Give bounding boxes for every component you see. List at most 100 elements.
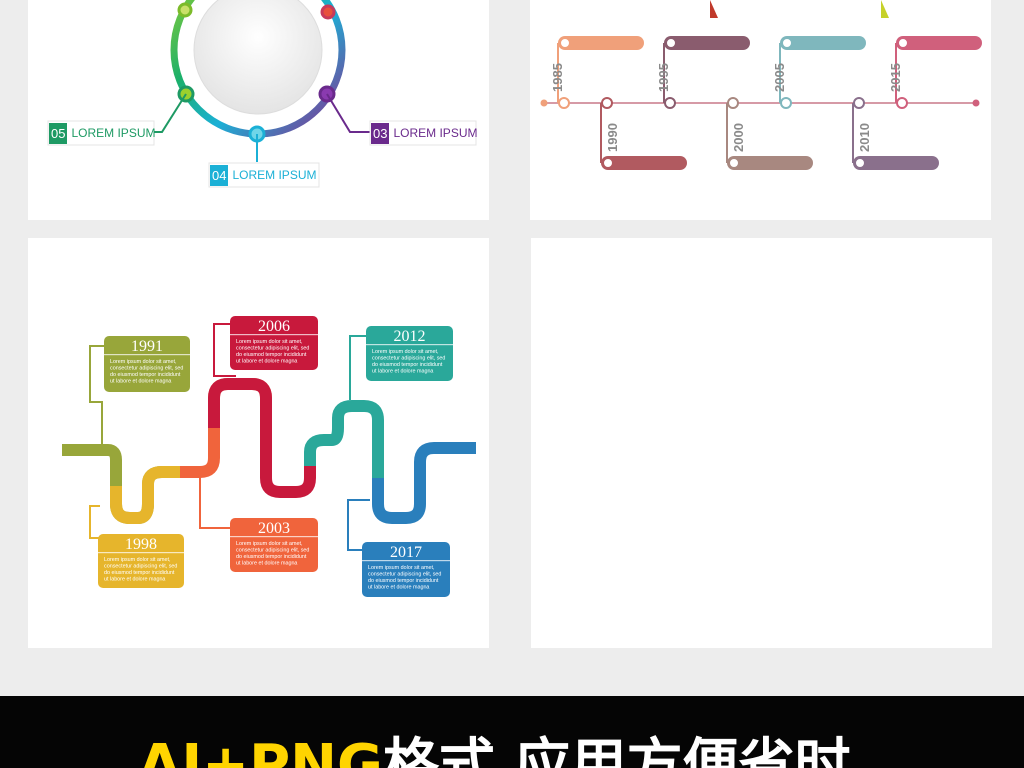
card-body-line: ut labore et dolore magna <box>104 577 165 583</box>
year-bar <box>853 156 939 170</box>
bar-node <box>854 157 866 169</box>
card-body-line: consectetur adipiscing elit, sed <box>110 366 183 372</box>
card-body-line: Lorem ipsum dolor sit amet, <box>104 557 171 563</box>
card-background <box>104 336 190 392</box>
node-dot <box>177 2 193 18</box>
bar-node <box>602 157 614 169</box>
card-body-line: consectetur adipiscing elit, sed <box>372 356 445 362</box>
item-number: 04 <box>210 164 229 186</box>
bar-node <box>728 157 740 169</box>
card-divider <box>362 560 450 562</box>
axis-node <box>853 97 865 109</box>
card-divider <box>366 344 453 346</box>
card-background <box>98 534 184 588</box>
card-body-line: consectetur adipiscing elit, sed <box>104 564 177 570</box>
promo-banner: AI+PNG格式 应用方便省时 <box>0 696 1024 768</box>
year-label: 2005 <box>772 63 787 92</box>
card-body-line: ut labore et dolore magna <box>368 585 429 591</box>
year-label: 2010 <box>857 123 872 152</box>
card-background <box>230 316 318 370</box>
card-body-line: Lorem ipsum dolor sit amet, <box>236 541 303 547</box>
card-body-line: do eiusmod tempor incididunt <box>110 372 181 378</box>
card-body-line: Lorem ipsum dolor sit amet, <box>110 359 177 365</box>
year-bar <box>896 36 982 50</box>
item-number: 03 <box>371 122 390 144</box>
card-body-line: consectetur adipiscing elit, sed <box>236 548 309 554</box>
card-body-line: ut labore et dolore magna <box>236 359 297 365</box>
banner-slogan-text: 格式 应用方便省时 <box>382 733 851 768</box>
blank-panel <box>531 238 992 648</box>
year-label: 1995 <box>656 63 671 92</box>
card-body-line: Lorem ipsum dolor sit amet, <box>368 565 435 571</box>
card-body-line: ut labore et dolore magna <box>110 379 171 385</box>
card-year: 2006 <box>258 318 290 335</box>
stepped-timeline-graphic: 1985 1995 2005 2015 1990 2000 2010 <box>540 0 982 170</box>
bar-node <box>559 37 571 49</box>
axis-end-dot <box>972 99 980 107</box>
year-bar <box>664 36 750 50</box>
card-body-line: Lorem ipsum dolor sit amet, <box>236 339 303 345</box>
card-body-line: consectetur adipiscing elit, sed <box>368 572 441 578</box>
stepped-timeline-panel: 1985 1995 2005 2015 1990 2000 2010 <box>530 0 991 220</box>
flag-icon <box>710 0 718 18</box>
year-bar <box>558 36 644 50</box>
wave-segment <box>208 378 316 498</box>
center-disc <box>193 0 323 115</box>
circle-diagram-panel: 05 LOREM IPSUM 04 LOREM IPSUM 03 LOREM I… <box>28 0 489 220</box>
card-body-line: ut labore et dolore magna <box>236 561 297 567</box>
card-year: 1998 <box>125 536 157 553</box>
axis-node <box>727 97 739 109</box>
item-label: LOREM IPSUM <box>393 126 478 140</box>
card-body-line: do eiusmod tempor incididunt <box>236 352 307 358</box>
card-connector <box>89 505 100 539</box>
card-divider <box>230 334 318 336</box>
axis-end-dot <box>540 99 548 107</box>
year-label: 2000 <box>731 123 746 152</box>
banner-headline: AI+PNG格式 应用方便省时 <box>138 738 850 768</box>
card-year: 1991 <box>131 338 163 355</box>
card-divider <box>230 536 318 538</box>
year-label: 2015 <box>888 63 903 92</box>
node-dot <box>320 4 336 20</box>
card-connector <box>213 323 236 377</box>
card-body-line: consectetur adipiscing elit, sed <box>236 346 309 352</box>
card-body-line: do eiusmod tempor incididunt <box>372 362 443 368</box>
card-divider <box>98 552 184 554</box>
card-connector <box>347 499 370 551</box>
wave-segment <box>110 466 180 524</box>
card-connector <box>349 335 366 400</box>
bar-node <box>665 37 677 49</box>
wave-segment <box>304 400 384 478</box>
wave-segment <box>372 442 476 524</box>
card-body-line: do eiusmod tempor incididunt <box>104 570 175 576</box>
banner-format-text: AI+PNG <box>138 733 383 768</box>
axis-node <box>601 97 613 109</box>
card-connector <box>89 345 104 444</box>
flag-icon <box>881 0 889 18</box>
card-background <box>362 542 450 597</box>
item-label: LOREM IPSUM <box>232 168 317 182</box>
card-body-line: do eiusmod tempor incididunt <box>236 554 307 560</box>
item-04: 04 LOREM IPSUM <box>210 163 316 187</box>
axis-node <box>780 97 792 109</box>
axis-node <box>558 97 570 109</box>
card-background <box>230 518 318 572</box>
bar-node <box>781 37 793 49</box>
card-year: 2012 <box>394 328 426 345</box>
year-bar <box>727 156 813 170</box>
card-background <box>366 326 453 381</box>
year-label: 1990 <box>605 123 620 152</box>
axis-node <box>896 97 908 109</box>
card-body-line: do eiusmod tempor incididunt <box>368 578 439 584</box>
year-label: 1985 <box>550 63 565 92</box>
item-number: 05 <box>49 122 68 144</box>
card-body-line: Lorem ipsum dolor sit amet, <box>372 349 439 355</box>
item-05: 05 LOREM IPSUM <box>49 121 155 145</box>
